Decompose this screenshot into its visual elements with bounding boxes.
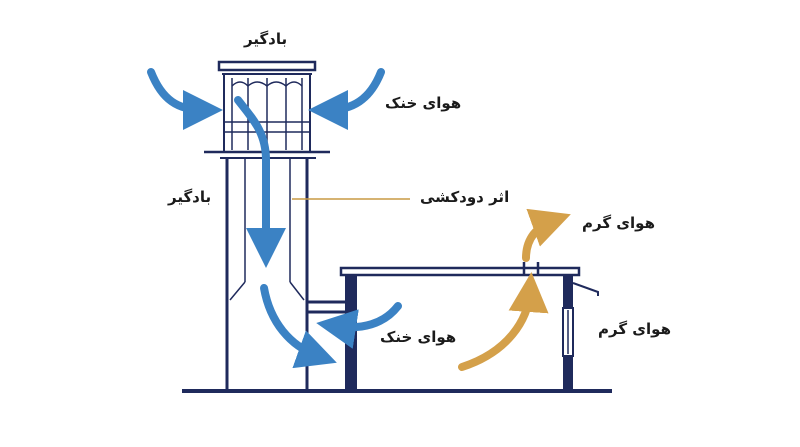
- warm-air-side-label: هوای گرم: [598, 320, 671, 338]
- cool-air-arrow-right-intake: [308, 68, 385, 130]
- room-building: [339, 262, 599, 391]
- warm-air-arrow-rising: [458, 272, 549, 371]
- connecting-duct: [307, 300, 345, 314]
- cool-air-arrow-into-room: [260, 284, 337, 369]
- stack-effect-label: اثر دودکشی: [420, 188, 510, 206]
- tower-side-label: بادگیر: [168, 188, 212, 206]
- cool-air-top-label: هوای خنک: [385, 94, 462, 112]
- tower-top-label: بادگیر: [244, 30, 288, 48]
- warm-air-arrow-exhaust: [522, 208, 571, 262]
- cool-air-arrows: [147, 68, 402, 369]
- cool-air-arrow-down-shaft: [234, 96, 286, 268]
- cool-air-arrow-duct-return: [316, 302, 402, 349]
- cool-air-arrow-left-intake: [147, 68, 223, 130]
- warm-air-top-label: هوای گرم: [582, 214, 655, 232]
- warm-air-arrows: [458, 208, 571, 371]
- cool-air-bottom-label: هوای خنک: [380, 328, 457, 346]
